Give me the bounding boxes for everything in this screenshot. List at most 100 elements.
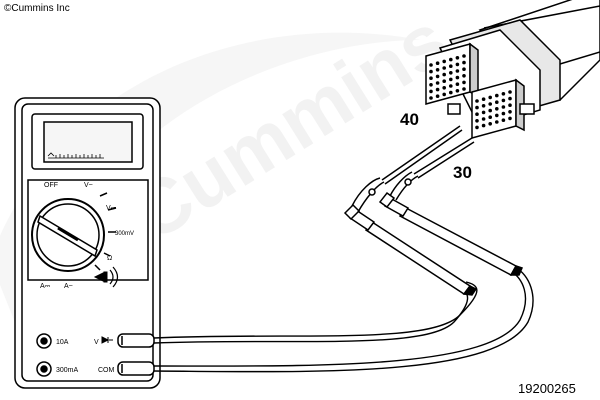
- pin-hole: [442, 92, 447, 97]
- function-off-label: OFF: [44, 182, 58, 189]
- pin-hole: [462, 80, 466, 85]
- pin-label-30: 30: [453, 163, 472, 182]
- pin-hole: [449, 90, 453, 95]
- pin-hole: [495, 107, 499, 111]
- pin-hole: [455, 82, 460, 86]
- connector-pins-right: [475, 90, 512, 130]
- jack-10a-label: 10A: [56, 339, 69, 346]
- pin-hole: [481, 97, 486, 101]
- pin-hole: [429, 63, 433, 67]
- harness-connector: [425, 0, 600, 139]
- pin-hole: [501, 111, 506, 116]
- pin-hole: [501, 105, 506, 109]
- pin-hole: [488, 108, 493, 113]
- connector-pins-left: [429, 54, 466, 100]
- jack-com-label: COM: [98, 367, 115, 374]
- pin-hole: [475, 105, 479, 110]
- plug-com[interactable]: [117, 361, 155, 376]
- plug-volt[interactable]: [117, 333, 155, 348]
- dial-panel: [27, 179, 149, 281]
- pin-hole: [462, 67, 466, 71]
- pin-hole: [429, 76, 433, 80]
- pin-hole: [442, 66, 447, 70]
- pin-hole: [495, 93, 499, 98]
- test-leads: [153, 267, 534, 373]
- pin-hole: [488, 122, 493, 126]
- pin-hole: [449, 71, 453, 75]
- function-mv-label: 300mV: [115, 231, 134, 237]
- rotary-dial-inner: [36, 203, 100, 267]
- pin-hole: [495, 120, 499, 124]
- pin-hole: [481, 104, 486, 108]
- input-jacks: [36, 333, 52, 377]
- continuity-icon: [93, 266, 119, 288]
- pin-hole: [442, 79, 447, 83]
- pin-hole: [508, 90, 512, 94]
- pin-hole: [501, 98, 506, 103]
- dial-pointer: [37, 214, 98, 258]
- pin-hole: [508, 116, 512, 121]
- test-probe-40[interactable]: [343, 125, 478, 296]
- jack-300ma-label: 300mA: [56, 367, 79, 374]
- figure-number: 19200265: [518, 381, 576, 396]
- pin-hole: [455, 89, 460, 93]
- pin-hole: [462, 74, 466, 78]
- pin-hole: [455, 75, 460, 80]
- pin-hole: [488, 95, 493, 100]
- pin-hole: [481, 123, 486, 128]
- pin-hole: [508, 103, 512, 107]
- pin-hole: [508, 96, 512, 101]
- pin-hole: [435, 74, 440, 79]
- pin-hole: [449, 57, 453, 62]
- pin-hole: [501, 92, 506, 96]
- pin-hole: [508, 110, 512, 114]
- function-v-ac-label: V~: [84, 182, 93, 189]
- pin-hole: [455, 69, 460, 73]
- pin-hole: [449, 64, 453, 68]
- test-probe-30[interactable]: [378, 137, 524, 277]
- pin-hole: [481, 117, 486, 121]
- pin-hole: [475, 99, 479, 103]
- lead-wire-volt-outer: [153, 281, 478, 339]
- function-a-dc-label: A⎓: [40, 283, 51, 290]
- pin-hole: [475, 119, 479, 123]
- pin-hole: [462, 60, 466, 65]
- multimeter: [14, 97, 161, 389]
- pin-hole: [442, 86, 447, 90]
- bargraph: [47, 152, 104, 159]
- pin-hole: [435, 61, 440, 65]
- multimeter-inner-frame: [21, 103, 154, 382]
- pin-hole: [435, 87, 440, 92]
- pin-hole: [435, 94, 440, 98]
- pin-hole: [462, 54, 466, 58]
- diode-icon: [101, 336, 113, 344]
- lead-wire-volt-inner: [153, 289, 469, 344]
- lead-wire-com-outer: [153, 271, 527, 367]
- pin-hole: [501, 118, 506, 122]
- pin-hole: [429, 83, 433, 87]
- function-v-dc-label: V⎓: [106, 205, 117, 212]
- pin-hole: [475, 112, 479, 116]
- pin-hole: [435, 81, 440, 85]
- jack-volt-label: V: [94, 339, 99, 346]
- pin-hole: [481, 110, 486, 115]
- pin-label-40: 40: [400, 110, 419, 129]
- pin-hole: [449, 77, 453, 82]
- pin-hole: [442, 59, 447, 64]
- pin-hole: [475, 125, 479, 130]
- pin-hole: [435, 68, 440, 72]
- pin-hole: [429, 89, 433, 94]
- probe-plugs: [117, 333, 155, 376]
- function-ohm-label: Ω: [107, 255, 112, 262]
- lead-wire-com-inner: [153, 267, 534, 373]
- pin-hole: [495, 100, 499, 104]
- pin-hole: [429, 69, 433, 74]
- pin-hole: [455, 62, 460, 67]
- copyright-text: ©Cummins Inc: [4, 3, 70, 14]
- pin-hole: [449, 84, 453, 88]
- pin-hole: [429, 96, 433, 100]
- pin-hole: [455, 56, 460, 60]
- pin-hole: [488, 102, 493, 106]
